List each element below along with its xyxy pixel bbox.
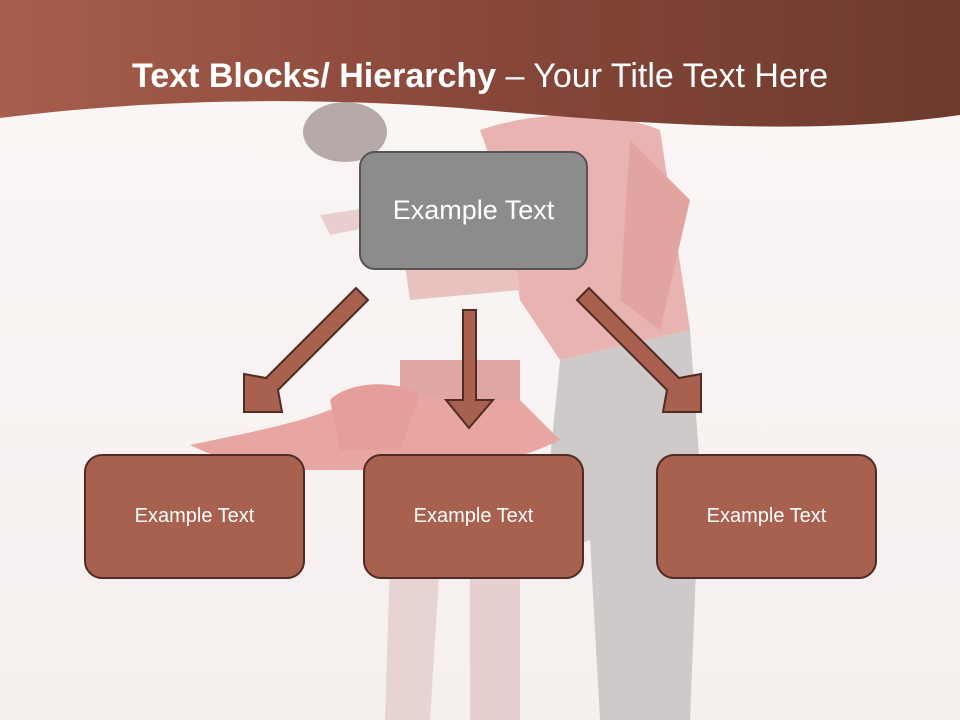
arrow-to-right-node bbox=[575, 286, 702, 413]
child-node-right: Example Text bbox=[656, 454, 877, 579]
child-node-left: Example Text bbox=[84, 454, 305, 579]
child-node-center: Example Text bbox=[363, 454, 584, 579]
slide-title: Text Blocks/ Hierarchy – Your Title Text… bbox=[132, 54, 932, 98]
top-node-label: Example Text bbox=[392, 195, 555, 225]
top-node: Example Text bbox=[359, 151, 588, 270]
child-node-label: Example Text bbox=[706, 505, 827, 527]
slide-title-rest: – Your Title Text Here bbox=[496, 57, 829, 95]
arrow-to-left-node bbox=[243, 286, 370, 413]
header-band bbox=[0, 0, 960, 127]
child-node-label: Example Text bbox=[134, 505, 255, 527]
arrow-to-center-node bbox=[443, 309, 496, 430]
slide-title-bold: Text Blocks/ Hierarchy bbox=[132, 57, 497, 95]
child-node-label: Example Text bbox=[413, 505, 534, 527]
